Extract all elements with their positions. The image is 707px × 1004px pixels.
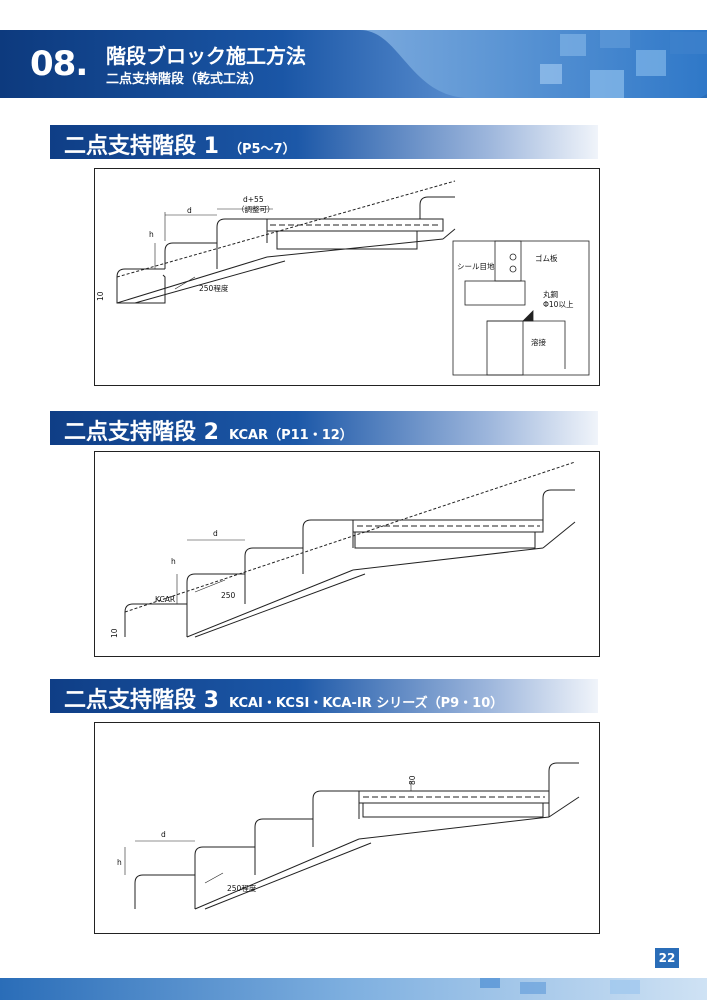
label-adjust: （調整可） <box>237 204 275 214</box>
label-rubber: ゴム板 <box>535 253 558 263</box>
label-10: 10 <box>96 291 105 301</box>
label-phi: Φ10以上 <box>543 300 574 309</box>
label-250: 250程度 <box>227 883 257 893</box>
label-kcar: KCAR <box>155 595 175 604</box>
chapter-title: 階段ブロック施工方法 <box>106 44 306 68</box>
chapter-subtitle: 二点支持階段（乾式工法） <box>106 72 263 87</box>
header-background <box>0 30 707 98</box>
label-h: h <box>117 858 122 867</box>
section-3-title: 二点支持階段 3 <box>64 688 219 713</box>
label-h: h <box>171 557 176 566</box>
label-d: d <box>161 830 166 839</box>
section-2-figure: d h KCAR 250 10 <box>94 451 600 657</box>
label-10: 10 <box>110 628 119 638</box>
section-1-suffix: （P5〜7） <box>228 142 296 157</box>
section-1-title: 二点支持階段 1 <box>64 134 219 159</box>
stair-diagram-2: d h KCAR 250 10 <box>110 461 576 638</box>
page-number: 22 <box>655 948 679 968</box>
section-2-heading: 二点支持階段 2 KCAR（P11・12） <box>50 411 598 445</box>
stair-diagram-1: d+55 （調整可） d h 250程度 10 シール目地 ゴム板 丸鋼 Φ10… <box>96 180 590 376</box>
section-3-heading: 二点支持階段 3 KCAI・KCSI・KCA-IR シリーズ（P9・10） <box>50 679 598 713</box>
section-3-figure: d h 250程度 80 <box>94 722 600 934</box>
section-2-title: 二点支持階段 2 <box>64 420 219 445</box>
section-3-suffix: KCAI・KCSI・KCA-IR シリーズ（P9・10） <box>228 696 504 711</box>
label-h: h <box>149 230 154 239</box>
section-1-figure: d+55 （調整可） d h 250程度 10 シール目地 ゴム板 丸鋼 Φ10… <box>94 168 600 386</box>
label-seal: シール目地 <box>457 261 495 271</box>
label-weld: 溶接 <box>531 337 546 347</box>
stair-diagram-3: d h 250程度 80 <box>117 762 580 910</box>
label-d: d <box>187 206 192 215</box>
label-80: 80 <box>408 775 417 785</box>
footer-background <box>0 978 707 1000</box>
label-d: d <box>213 529 218 538</box>
label-round-bar: 丸鋼 <box>543 289 558 299</box>
label-250: 250程度 <box>199 283 229 293</box>
section-1-heading: 二点支持階段 1 （P5〜7） <box>50 125 598 159</box>
section-2-suffix: KCAR（P11・12） <box>228 428 353 443</box>
label-d55: d+55 <box>243 195 264 204</box>
chapter-number: 08. <box>30 44 88 84</box>
footer-band <box>0 970 707 1000</box>
label-250: 250 <box>221 591 236 600</box>
chapter-header-banner <box>0 30 707 98</box>
